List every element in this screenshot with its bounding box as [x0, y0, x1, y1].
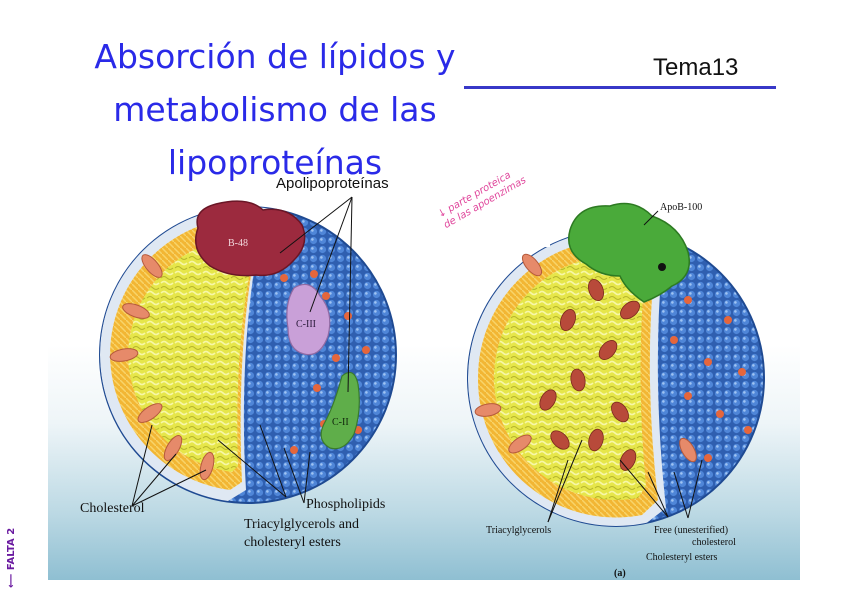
label-triacyl-line2: cholesteryl esters	[244, 535, 341, 550]
label-c3: C-III	[296, 319, 316, 330]
panel-letter: (a)	[614, 568, 626, 579]
label-c2: C-II	[332, 417, 349, 428]
label-triacyl-line1: Triacylglycerols and	[244, 517, 359, 532]
label-free-cholesterol-line1: Free (unesterified)	[654, 525, 728, 536]
ldl-particle: ApoB-100 Triacylglycerols Free (unesteri…	[468, 202, 764, 579]
lipoprotein-illustration: B-48 C-III C-II Apoli	[48, 20, 800, 580]
label-triacylglycerols: Triacylglycerols	[486, 525, 551, 536]
label-cholesterol: Cholesterol	[80, 501, 145, 516]
label-cholesteryl-esters: Cholesteryl esters	[646, 552, 717, 563]
chylomicron-particle: B-48 C-III C-II Apoli	[80, 175, 396, 550]
label-apob100: ApoB-100	[660, 202, 702, 213]
apolipoproteins-heading: Apolipoproteínas	[276, 175, 389, 192]
label-phospholipids: Phospholipids	[306, 497, 385, 512]
b48-protein: B-48	[196, 201, 305, 276]
side-annotation: ⟵ FALTA 2	[6, 528, 17, 588]
label-b48: B-48	[228, 238, 248, 249]
label-free-cholesterol-line2: cholesterol	[692, 537, 736, 548]
slide: Absorción de lípidos y metabolismo de la…	[48, 20, 800, 580]
